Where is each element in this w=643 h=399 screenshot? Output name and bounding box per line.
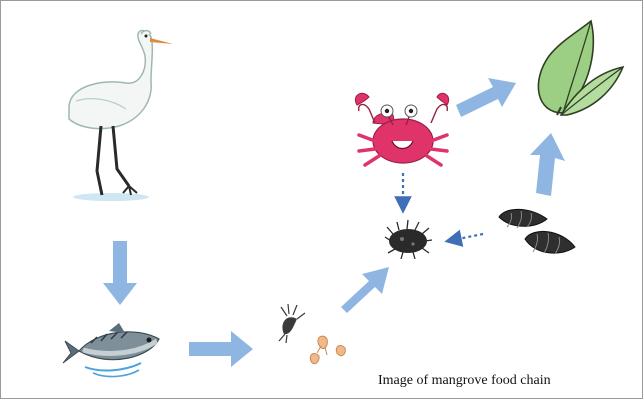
arrow-zooplankton-to-fish	[189, 331, 253, 367]
fish-icon	[63, 323, 159, 377]
crab-icon	[355, 93, 448, 165]
arrow-leaves-to-crab	[456, 78, 516, 117]
shrimp-larvae-icon	[279, 304, 345, 364]
arrow-leaves-to-snails	[530, 133, 565, 196]
leaf-icon	[538, 21, 623, 115]
dotted-arrow-snails-to-detritus	[453, 234, 483, 240]
diagram-caption: Image of mangrove food chain	[378, 373, 551, 389]
detritus-icon	[385, 220, 432, 259]
arrow-detritus-to-zooplankton	[341, 267, 389, 313]
egret-icon	[69, 31, 173, 201]
arrow-fish-to-egret	[103, 241, 137, 305]
snail-icon	[499, 209, 575, 254]
